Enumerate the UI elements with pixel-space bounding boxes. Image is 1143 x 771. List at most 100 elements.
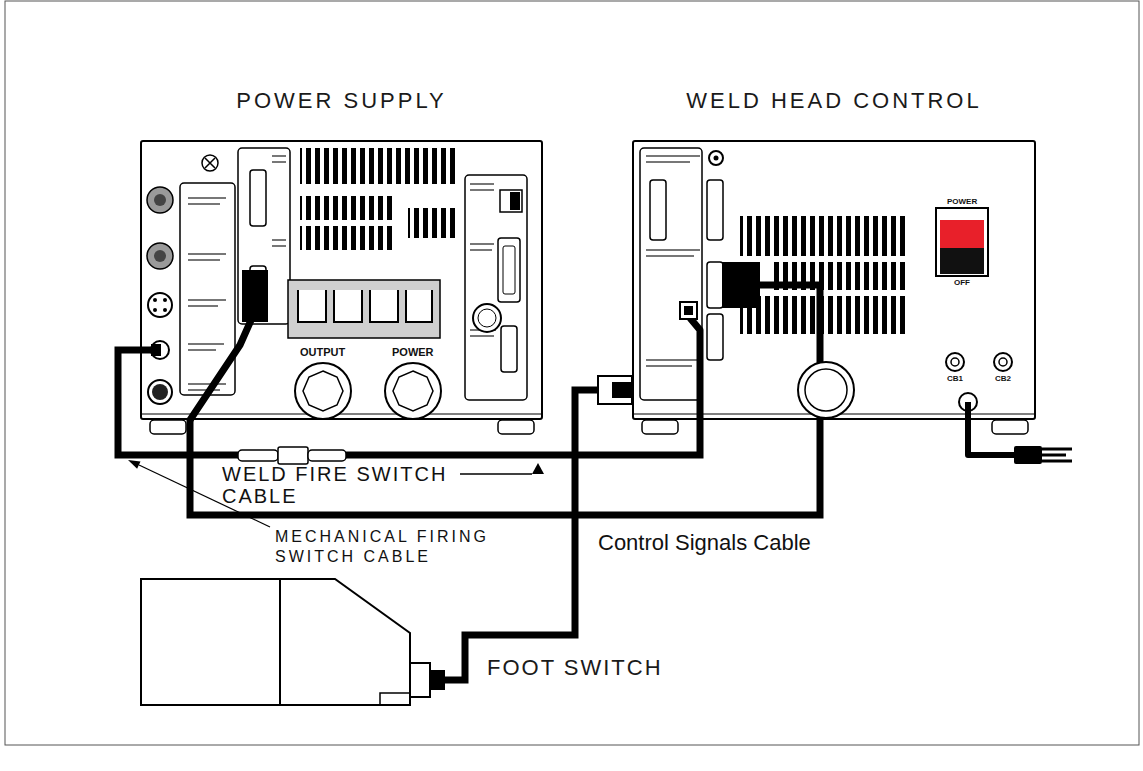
vent-slots xyxy=(300,196,396,220)
weld-head-panel xyxy=(646,156,700,366)
label-holder: MECHANICAL FIRING SWITCH CABLE xyxy=(275,527,525,567)
label-holder: POWER xyxy=(392,346,434,359)
leader-arrow xyxy=(128,460,544,527)
fuse-holder xyxy=(205,158,215,168)
vent-slots xyxy=(740,216,908,256)
inline-connector xyxy=(238,447,346,464)
foot-switch-plug xyxy=(598,376,632,404)
fuse-holder xyxy=(202,155,218,171)
vent-slots xyxy=(740,296,908,334)
circuit-breaker xyxy=(994,353,1012,371)
switch-label: POWER xyxy=(947,197,977,207)
device-title: FOOT SWITCH xyxy=(487,655,663,681)
cable xyxy=(190,420,820,515)
title-holder: WELD HEAD CONTROL xyxy=(634,88,1034,114)
round-connector xyxy=(151,341,169,359)
weld-fire-cable-inside xyxy=(684,306,693,315)
relay-terminal xyxy=(510,192,520,210)
relay-terminal xyxy=(500,190,522,212)
round-connector xyxy=(147,187,173,404)
d-sub-connector xyxy=(498,238,520,302)
inline-connector xyxy=(308,450,346,461)
label-holder: POWER xyxy=(947,197,977,207)
circuit-breaker xyxy=(951,358,959,366)
control-cable-inside xyxy=(190,270,268,420)
mechanical-firing-plug xyxy=(140,344,161,356)
device-title: WELD HEAD CONTROL xyxy=(634,88,1034,114)
label-holder: CB1 xyxy=(947,374,963,384)
round-connector xyxy=(148,380,172,404)
title-holder: POWER SUPPLY xyxy=(142,88,541,114)
cable-boot xyxy=(410,663,430,697)
terminal-block xyxy=(340,290,356,314)
page-frame xyxy=(5,1,1139,745)
round-connector xyxy=(153,298,157,302)
label-holder: CB2 xyxy=(995,374,1011,384)
weld-head-panel xyxy=(642,420,678,434)
cable xyxy=(118,350,700,455)
round-connector xyxy=(154,250,166,262)
cable-gland xyxy=(805,369,847,411)
control-cable-inside xyxy=(242,270,268,322)
cable-label: MECHANICAL FIRING SWITCH CABLE xyxy=(275,527,525,567)
round-connector xyxy=(147,243,173,269)
foot-switch-pedal-line xyxy=(279,579,281,705)
terminal-block xyxy=(376,290,392,314)
label-holder: WELD FIRE SWITCH CABLE xyxy=(222,463,492,507)
d-sub-connector xyxy=(707,262,723,308)
power-output-connector xyxy=(393,371,433,411)
fuse-holder xyxy=(478,309,496,327)
terminal-block xyxy=(288,280,440,338)
foot-switch: FOOT SWITCH xyxy=(140,577,445,707)
foot-switch-body xyxy=(141,579,410,705)
foot-switch-outline xyxy=(140,577,445,707)
d-sub-connector xyxy=(650,180,723,360)
power-supply-housing: POWER SUPPLY xyxy=(140,140,543,420)
power-switch xyxy=(936,208,988,276)
circuit-breaker xyxy=(999,358,1007,366)
weld-head-panel xyxy=(634,148,1034,434)
port-label: OUTPUT xyxy=(300,346,345,359)
power-supply-panel xyxy=(498,420,534,434)
page-frame xyxy=(5,1,1139,745)
power-cord xyxy=(1014,446,1042,464)
weld-head-panel xyxy=(992,420,1028,434)
inline-connector xyxy=(278,447,308,464)
foot-switch-plug xyxy=(612,382,632,398)
d-sub-connector xyxy=(503,246,515,294)
power-cord xyxy=(959,393,1072,464)
panel-strip xyxy=(188,198,226,390)
cable-label: WELD FIRE SWITCH CABLE xyxy=(222,463,492,507)
control-cable-inside xyxy=(722,262,760,308)
round-connector xyxy=(163,308,167,312)
device-title: POWER SUPPLY xyxy=(142,88,541,114)
d-sub-connector xyxy=(250,170,520,372)
foot-switch-plug xyxy=(598,376,632,404)
round-connector xyxy=(163,298,167,302)
vent-slots xyxy=(300,226,396,250)
terminal-block xyxy=(304,290,320,314)
round-connector xyxy=(148,293,172,317)
power-cord xyxy=(968,402,1016,455)
power-supply-panel xyxy=(142,414,541,434)
leader-arrow xyxy=(532,463,544,474)
cable-label: Control Signals Cable xyxy=(598,530,811,556)
power-cord xyxy=(1042,449,1072,461)
circuit-breaker xyxy=(946,353,964,371)
terminal-block xyxy=(288,280,440,338)
d-sub-connector xyxy=(707,314,723,360)
switch-label: OFF xyxy=(954,278,970,288)
weld-head-panel xyxy=(714,156,719,161)
vent-slots xyxy=(408,208,458,238)
panel-strip xyxy=(465,175,527,400)
title-holder: FOOT SWITCH xyxy=(487,655,663,681)
breaker-label: CB1 xyxy=(947,374,963,384)
vent-slots xyxy=(300,148,458,184)
label-holder: OFF xyxy=(954,278,970,288)
weld-fire-cable-inside xyxy=(680,302,700,420)
power-output-connector xyxy=(295,363,441,419)
weld-head-control-housing: WELD HEAD CONTROL xyxy=(632,140,1036,420)
port-label: POWER xyxy=(392,346,434,359)
